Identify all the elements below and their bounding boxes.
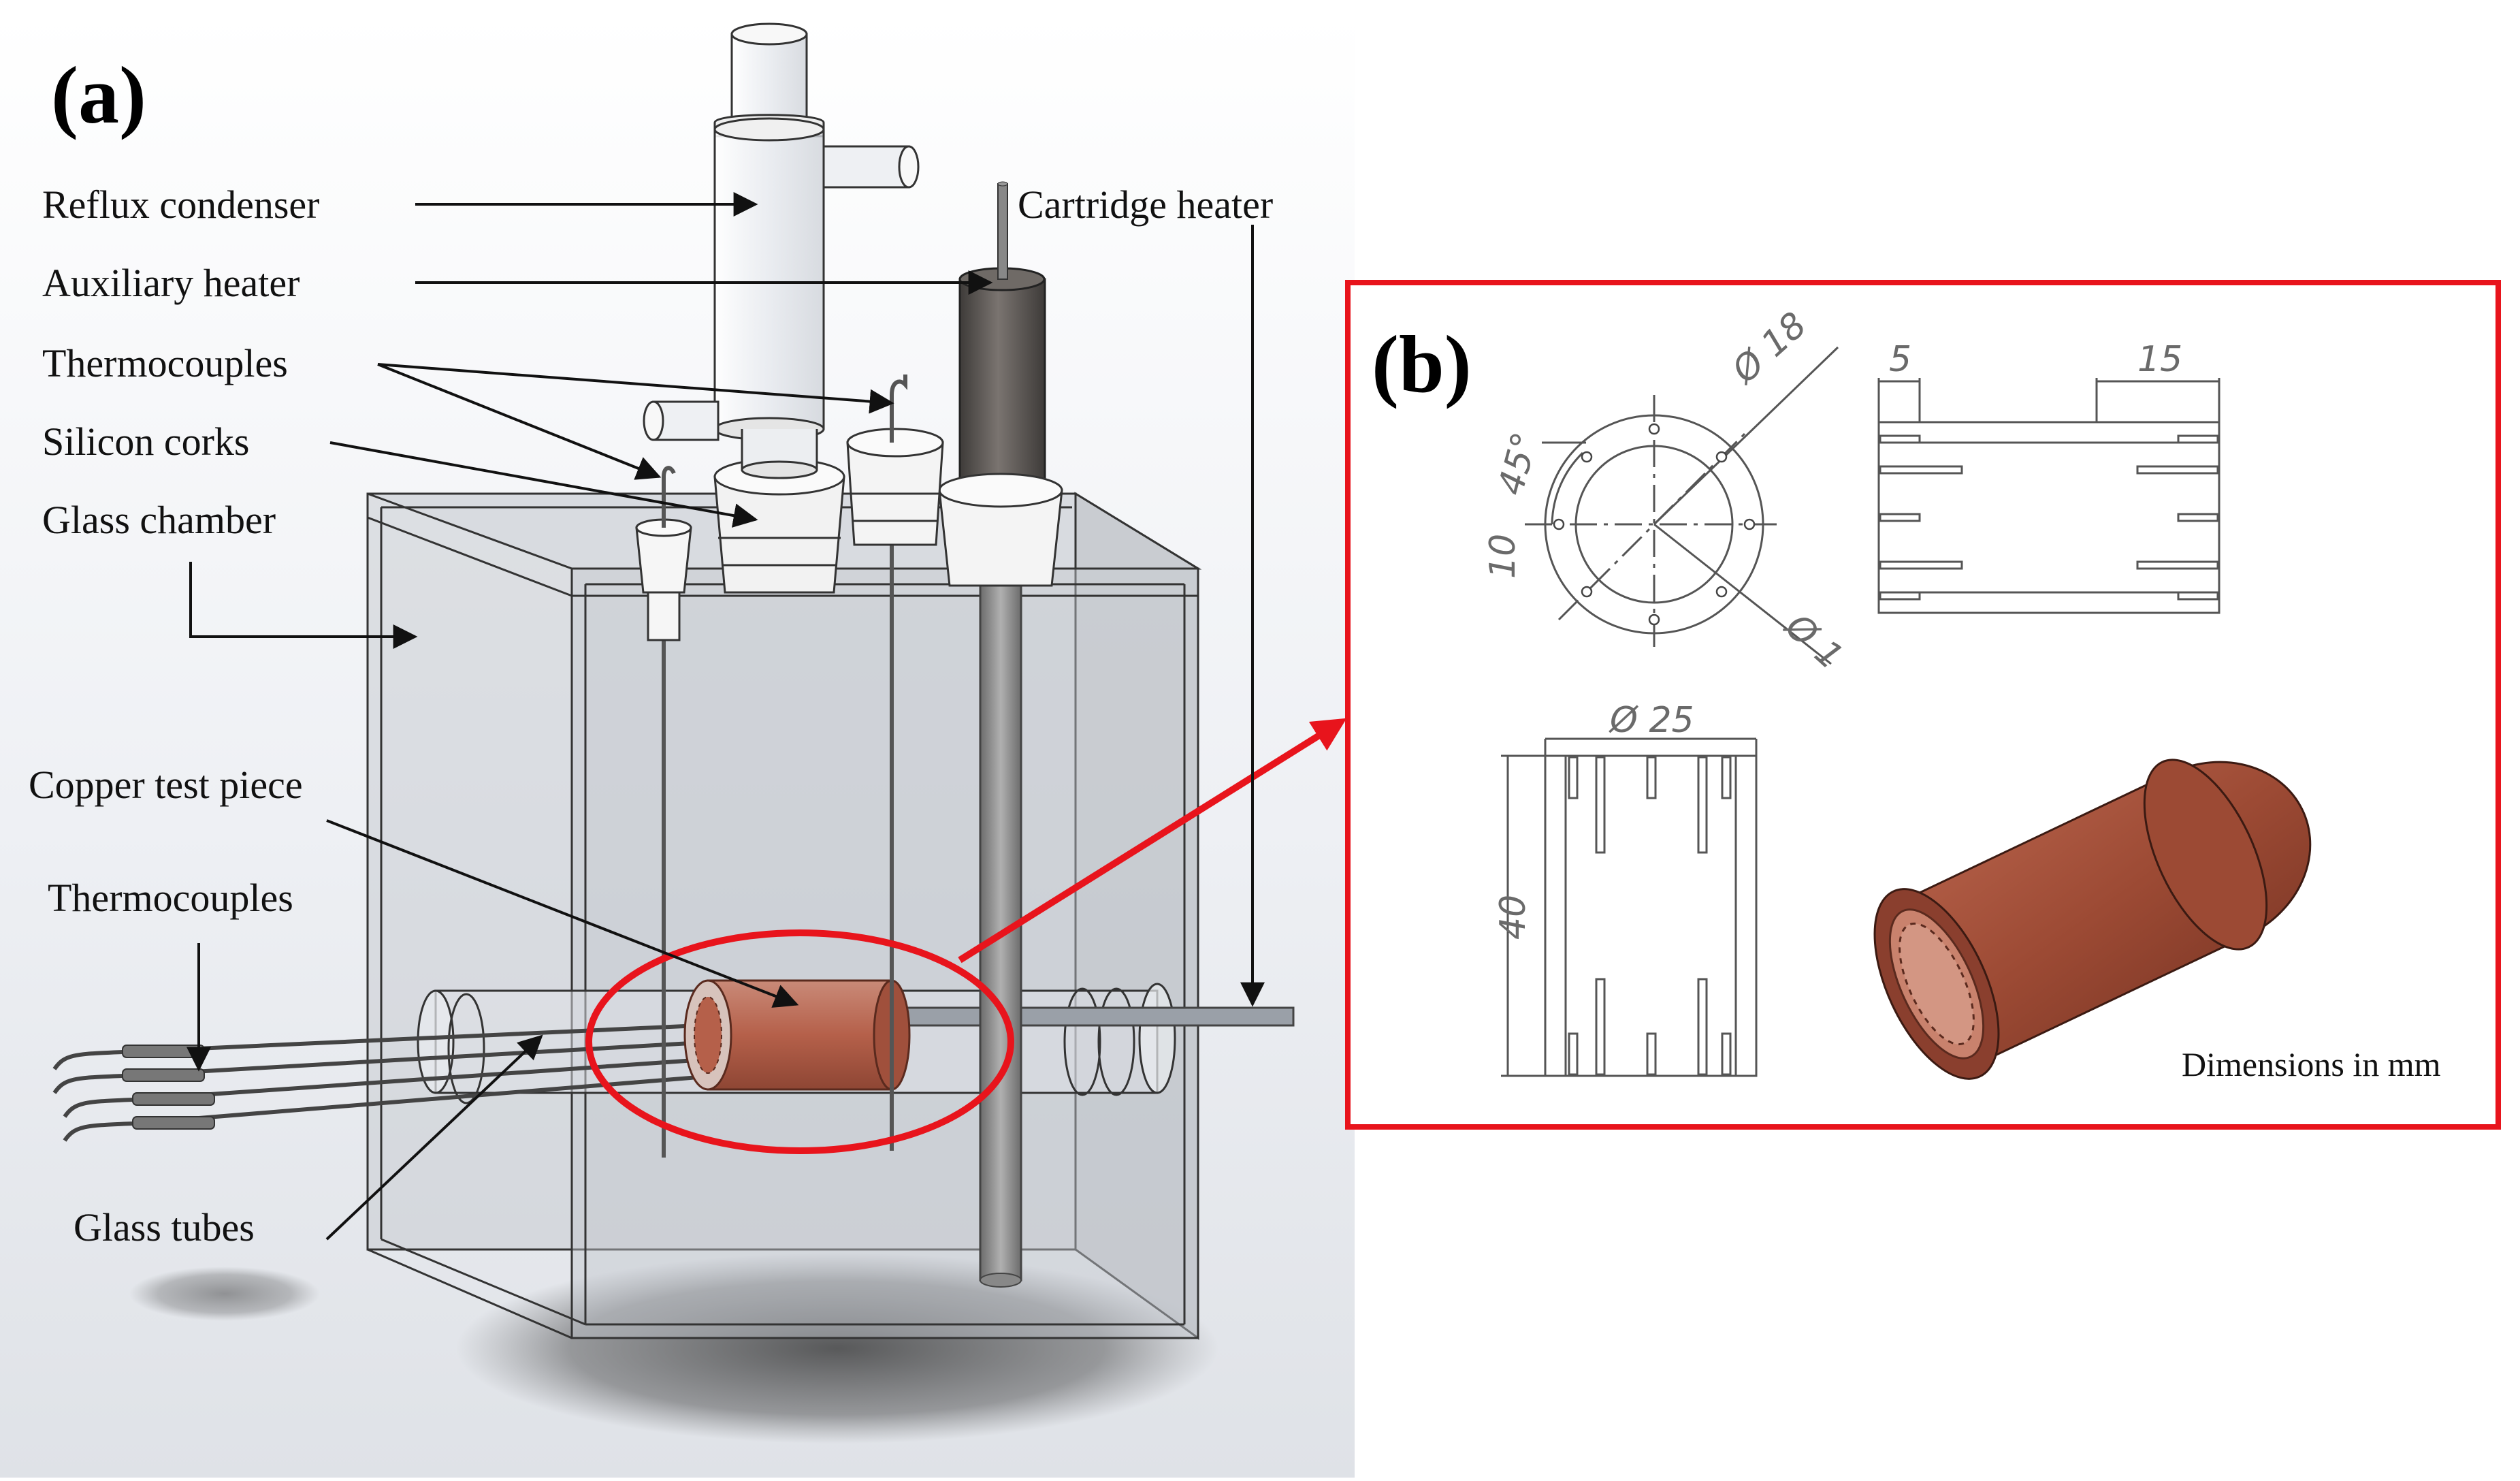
auxiliary-heater-rod bbox=[979, 468, 1022, 1281]
reflux-condenser bbox=[643, 22, 920, 479]
ground-shadow bbox=[456, 1253, 1218, 1444]
label-auxiliary-heater: Auxiliary heater bbox=[42, 261, 300, 305]
glass-chamber bbox=[366, 492, 1202, 1340]
small-shadow bbox=[129, 1267, 320, 1321]
front-elevation-drawing bbox=[1501, 737, 1758, 1077]
copper-test-piece bbox=[683, 979, 911, 1091]
dim-slot-long: 15 bbox=[2137, 339, 2182, 380]
dim-outer-diameter: Ø 25 bbox=[1609, 700, 1694, 741]
label-copper-test-piece: Copper test piece bbox=[29, 763, 303, 807]
dim-slot-short: 5 bbox=[1889, 339, 1911, 380]
dim-radial: 10 bbox=[1483, 534, 1523, 579]
arrow-glass-tubes bbox=[325, 1034, 543, 1241]
arrow-glass-chamber bbox=[189, 562, 418, 649]
auxiliary-heater bbox=[958, 181, 1046, 505]
thermocouple-probes-left bbox=[52, 1023, 715, 1142]
panel-b: (b) Ø 18 Ø 1 45° 10 bbox=[1345, 280, 2501, 1130]
highlight-ellipse bbox=[585, 929, 1014, 1154]
end-view-holes bbox=[1553, 423, 1756, 626]
dim-length: 40 bbox=[1493, 895, 1534, 940]
section-view-drawing bbox=[1877, 378, 2220, 614]
label-cartridge-heater: Cartridge heater bbox=[1018, 182, 1273, 227]
copper-cylinder-3d bbox=[1873, 759, 2312, 1080]
thermocouple-probe-tips bbox=[122, 1045, 215, 1130]
rod-end bbox=[980, 1273, 1022, 1288]
label-glass-tubes: Glass tubes bbox=[74, 1205, 255, 1249]
arrow-thermocouples-top-1 bbox=[377, 363, 894, 414]
label-silicon-corks: Silicon corks bbox=[42, 419, 249, 464]
label-reflux-condenser: Reflux condenser bbox=[42, 182, 319, 227]
arrow-copper-test-piece bbox=[326, 819, 799, 1008]
panel-b-label: (b) bbox=[1372, 319, 1472, 409]
end-view-drawing bbox=[1525, 346, 1839, 665]
section-view-slots bbox=[1879, 434, 2219, 601]
arrow-thermocouples-top-2 bbox=[377, 363, 662, 480]
label-thermocouples-top: Thermocouples bbox=[42, 341, 288, 385]
panel-a: (a) Reflux condenser Auxiliary heater Th… bbox=[0, 14, 1355, 1478]
front-elevation-slots bbox=[1568, 756, 1732, 1076]
zoom-connector-arrow bbox=[958, 718, 1347, 964]
vertical-thermocouples bbox=[662, 517, 894, 1158]
callout-arrows bbox=[187, 192, 1265, 1241]
arrow-silicon-corks bbox=[329, 441, 758, 528]
silicon-corks bbox=[635, 428, 1063, 641]
panel-a-label: (a) bbox=[51, 50, 146, 140]
label-thermocouples-bottom: Thermocouples bbox=[48, 876, 293, 920]
dimensions-note: Dimensions in mm bbox=[2182, 1045, 2441, 1083]
label-glass-chamber: Glass chamber bbox=[42, 498, 276, 542]
